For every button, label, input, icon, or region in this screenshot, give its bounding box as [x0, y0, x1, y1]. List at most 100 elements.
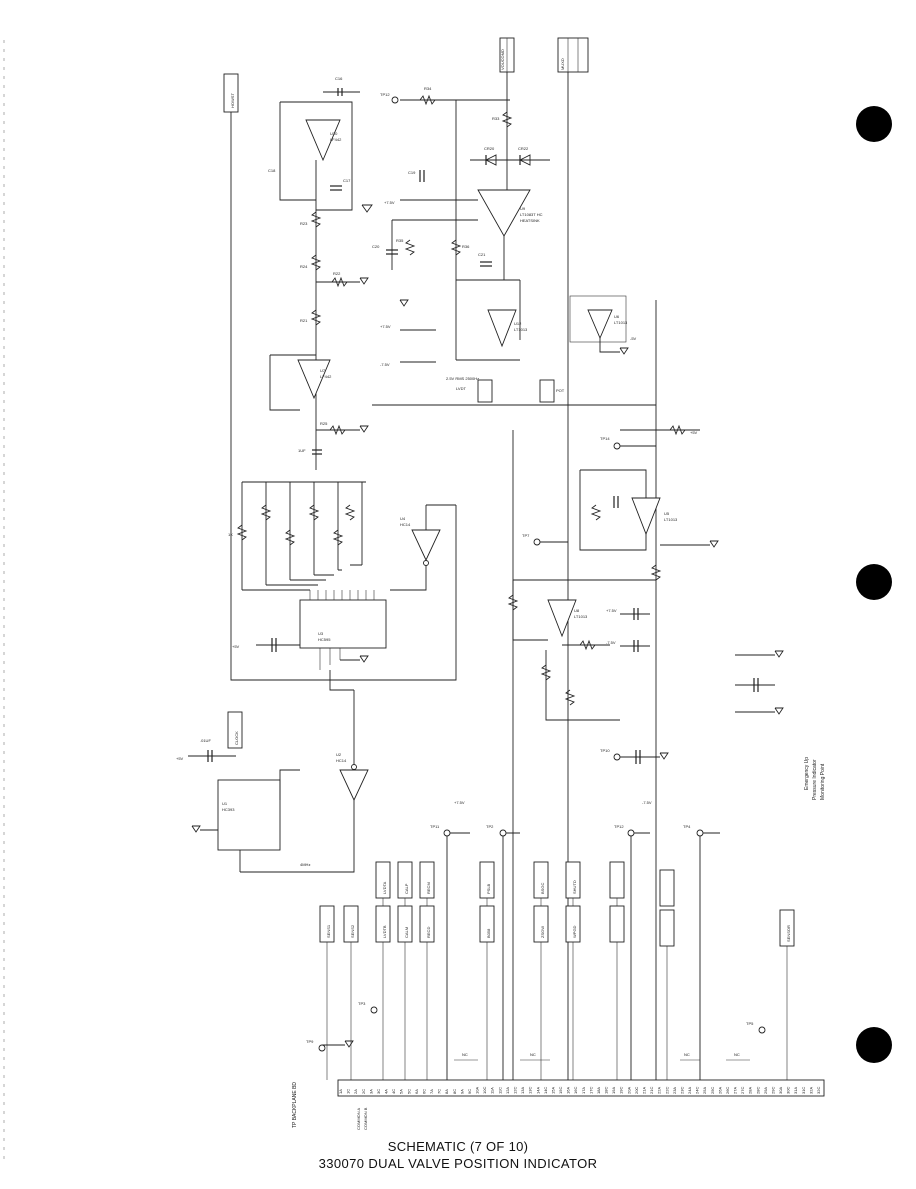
resistor-r33: R33	[492, 111, 513, 128]
backplane-pin-label: 9C	[467, 1089, 472, 1094]
connector-muxd-label: MUXD	[560, 58, 565, 70]
svg-text:C20: C20	[372, 244, 380, 249]
svg-text:U3: U3	[318, 631, 324, 636]
capacitor-c21: C21	[478, 252, 492, 267]
capacitor-c20: C20	[372, 244, 398, 255]
backplane-pin-label: 21A	[641, 1087, 646, 1094]
svg-text:U4: U4	[400, 516, 406, 521]
connector-voucomd-label: VOUCOMD	[500, 49, 505, 70]
svg-text:R36: R36	[462, 244, 470, 249]
connector-howst-label: HOWST	[230, 93, 235, 108]
signal-tags: SENS1 SENS2 LVDTA LVDTB CALP CALM RECM R…	[319, 861, 795, 947]
counter-u1: U1 HC393	[217, 779, 281, 851]
svg-text:TP9: TP9	[306, 1039, 314, 1044]
svg-text:U10: U10	[330, 131, 338, 136]
svg-text:+7.5V: +7.5V	[380, 324, 391, 329]
op-amp-u7: U7 LF442	[297, 359, 332, 400]
backplane-pin-label: 7A	[429, 1089, 434, 1094]
backplane-pin-label: 22A	[657, 1087, 662, 1094]
svg-text:TP14: TP14	[600, 436, 610, 441]
svg-text:R34: R34	[424, 86, 432, 91]
resistor-r35: R35	[396, 238, 416, 256]
svg-text:C16: C16	[335, 76, 343, 81]
backplane-pin-label: 3C	[376, 1089, 381, 1094]
backplane-pin-label: 22C	[664, 1087, 669, 1094]
svg-text:1UF: 1UF	[298, 448, 306, 453]
svg-text:R21: R21	[300, 318, 308, 323]
note-line2: Pressure Indicator	[812, 759, 818, 800]
backplane-pin-label: 21C	[649, 1087, 654, 1094]
backplane-pin-label: 13C	[528, 1087, 533, 1094]
backplane-pin-label: 24A	[687, 1087, 692, 1094]
capacitor-c17: C17	[330, 178, 351, 191]
svg-text:NC: NC	[734, 1052, 740, 1057]
svg-text:HC14: HC14	[400, 522, 411, 527]
connector-clock: CLOCK	[227, 711, 243, 749]
svg-text:TP7: TP7	[522, 533, 530, 538]
svg-text:TP11: TP11	[430, 824, 440, 829]
svg-text:LVDT: LVDT	[456, 386, 466, 391]
backplane-pin-label: 12C	[513, 1087, 518, 1094]
backplane-pin-label: 28C	[755, 1087, 760, 1094]
backplane-pin-label: 19A	[611, 1087, 616, 1094]
backplane-pin-label: 31A	[793, 1087, 798, 1094]
backplane-pin-label: 11C	[497, 1087, 502, 1094]
svg-text:LT1083T HC: LT1083T HC	[520, 212, 543, 217]
backplane-pin-label: 9A	[459, 1089, 464, 1094]
shift-register-u3: U3 HC595	[299, 590, 387, 670]
svg-text:LF442: LF442	[320, 374, 332, 379]
backplane-pin-label: 18C	[604, 1087, 609, 1094]
resistor-r34: R34	[419, 86, 436, 106]
svg-text:CLOCK: CLOCK	[234, 731, 239, 745]
svg-text:R23: R23	[300, 221, 308, 226]
svg-text:TP3: TP3	[358, 1001, 366, 1006]
backplane-pin-label: 23A	[672, 1087, 677, 1094]
svg-text:C18: C18	[268, 168, 276, 173]
backplane-pin-label: 24C	[695, 1087, 700, 1094]
svg-text:R33: R33	[492, 116, 500, 121]
svg-text:R24: R24	[300, 264, 308, 269]
svg-text:U5: U5	[664, 511, 670, 516]
backplane-label: TP BACKPLANE BD	[292, 1082, 298, 1128]
resistor-ladder: 1K	[228, 482, 363, 590]
capacitor-c18: C18	[268, 168, 276, 173]
backplane-pin-label: 29C	[770, 1087, 775, 1094]
svg-text:CR20: CR20	[484, 146, 495, 151]
svg-text:ZSGW: ZSGW	[540, 926, 545, 938]
backplane-pin-label: 4A	[384, 1089, 389, 1094]
capacitor-c38: .01UF	[200, 738, 213, 762]
svg-text:LT1013: LT1013	[664, 517, 678, 522]
backplane-pin-label: 17C	[588, 1087, 593, 1094]
backplane-pin-label: 11A	[490, 1087, 495, 1094]
svg-text:-7.5V: -7.5V	[606, 640, 616, 645]
svg-text:+7.5V: +7.5V	[384, 200, 395, 205]
backplane-pin-label: 27C	[740, 1087, 745, 1094]
svg-text:HC595: HC595	[318, 637, 331, 642]
caption-title: SCHEMATIC (7 OF 10)	[387, 1139, 529, 1154]
lvdt-symbol: LVDT 2.5V RMS 2500Hz	[446, 376, 493, 403]
backplane-pin-label: 19C	[619, 1087, 624, 1094]
inverter-u2: U2 HC14	[336, 752, 369, 802]
backplane-pin-label: 4C	[391, 1089, 396, 1094]
svg-text:LF442: LF442	[330, 137, 342, 142]
backplane-pin-label: 31C	[801, 1087, 806, 1094]
backplane-pin-label: 14A	[535, 1087, 540, 1094]
backplane-pin-label: 18A	[596, 1087, 601, 1094]
svg-text:NC: NC	[462, 1052, 468, 1057]
backplane-pin-label: 14C	[543, 1087, 548, 1094]
svg-text:+7.5V: +7.5V	[606, 608, 617, 613]
backplane-pin-label: 12A	[505, 1087, 510, 1094]
resistor-r21: R21	[300, 309, 322, 326]
svg-text:POT: POT	[556, 388, 565, 393]
svg-text:C17: C17	[343, 178, 351, 183]
backplane-pin-label: 16A	[566, 1087, 571, 1094]
svg-text:U12: U12	[514, 321, 522, 326]
svg-text:PSLB: PSLB	[486, 883, 491, 894]
resistor-r23: R23	[300, 211, 322, 228]
svg-text:+5V: +5V	[232, 644, 240, 649]
svg-text:TP12: TP12	[614, 824, 624, 829]
svg-text:COMMON A: COMMON A	[356, 1107, 361, 1130]
svg-text:RECM: RECM	[426, 882, 431, 894]
